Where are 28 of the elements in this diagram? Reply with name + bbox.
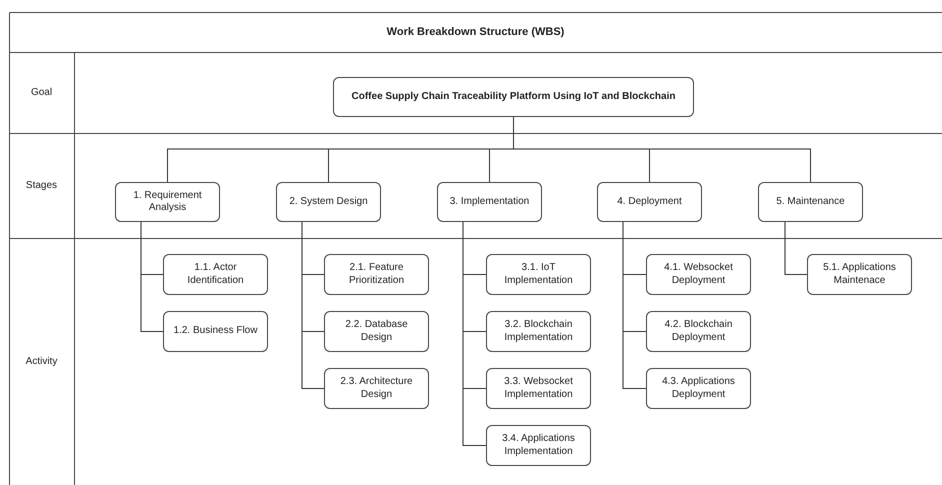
task-box: 3.1. IoT Implementation <box>486 254 591 295</box>
task-box: 5. Maintenance <box>758 182 863 222</box>
row-label: Activity <box>26 355 58 369</box>
connector-line <box>622 222 646 389</box>
connector-line <box>784 222 808 275</box>
task-box: 1.2. Business Flow <box>163 311 268 352</box>
task-box: 2.2. Database Design <box>324 311 429 352</box>
task-box: 3.2. Blockchain Implementation <box>486 311 591 352</box>
task-box: 4. Deployment <box>597 182 702 222</box>
task-box: 1.1. Actor Identification <box>163 254 268 295</box>
task-box: 1. Requirement Analysis <box>115 182 220 222</box>
task-box: 3.3. Websocket Implementation <box>486 368 591 409</box>
task-box: 3.4. Applications Implementation <box>486 425 591 466</box>
task-box: 4.2. Blockchain Deployment <box>646 311 751 352</box>
task-box: 2.1. Feature Prioritization <box>324 254 429 295</box>
task-box: 4.1. Websocket Deployment <box>646 254 751 295</box>
task-box: 4.3. Applications Deployment <box>646 368 751 409</box>
task-box: 2. System Design <box>276 182 381 222</box>
row-label: Stages <box>26 179 58 193</box>
task-box: 5.1. Applications Maintenace <box>807 254 912 295</box>
connector-line <box>302 222 324 389</box>
task-box: 3. Implementation <box>437 182 542 222</box>
diagram-title: Work Breakdown Structure (WBS) <box>386 24 566 40</box>
row-label: Goal <box>30 86 52 100</box>
connector-line <box>140 222 164 332</box>
task-box: 2.3. Architecture Design <box>324 368 429 409</box>
goal-box: Coffee Supply Chain Traceability Platform Using IoT and Blockchain <box>333 77 694 117</box>
connector-line <box>462 222 486 446</box>
